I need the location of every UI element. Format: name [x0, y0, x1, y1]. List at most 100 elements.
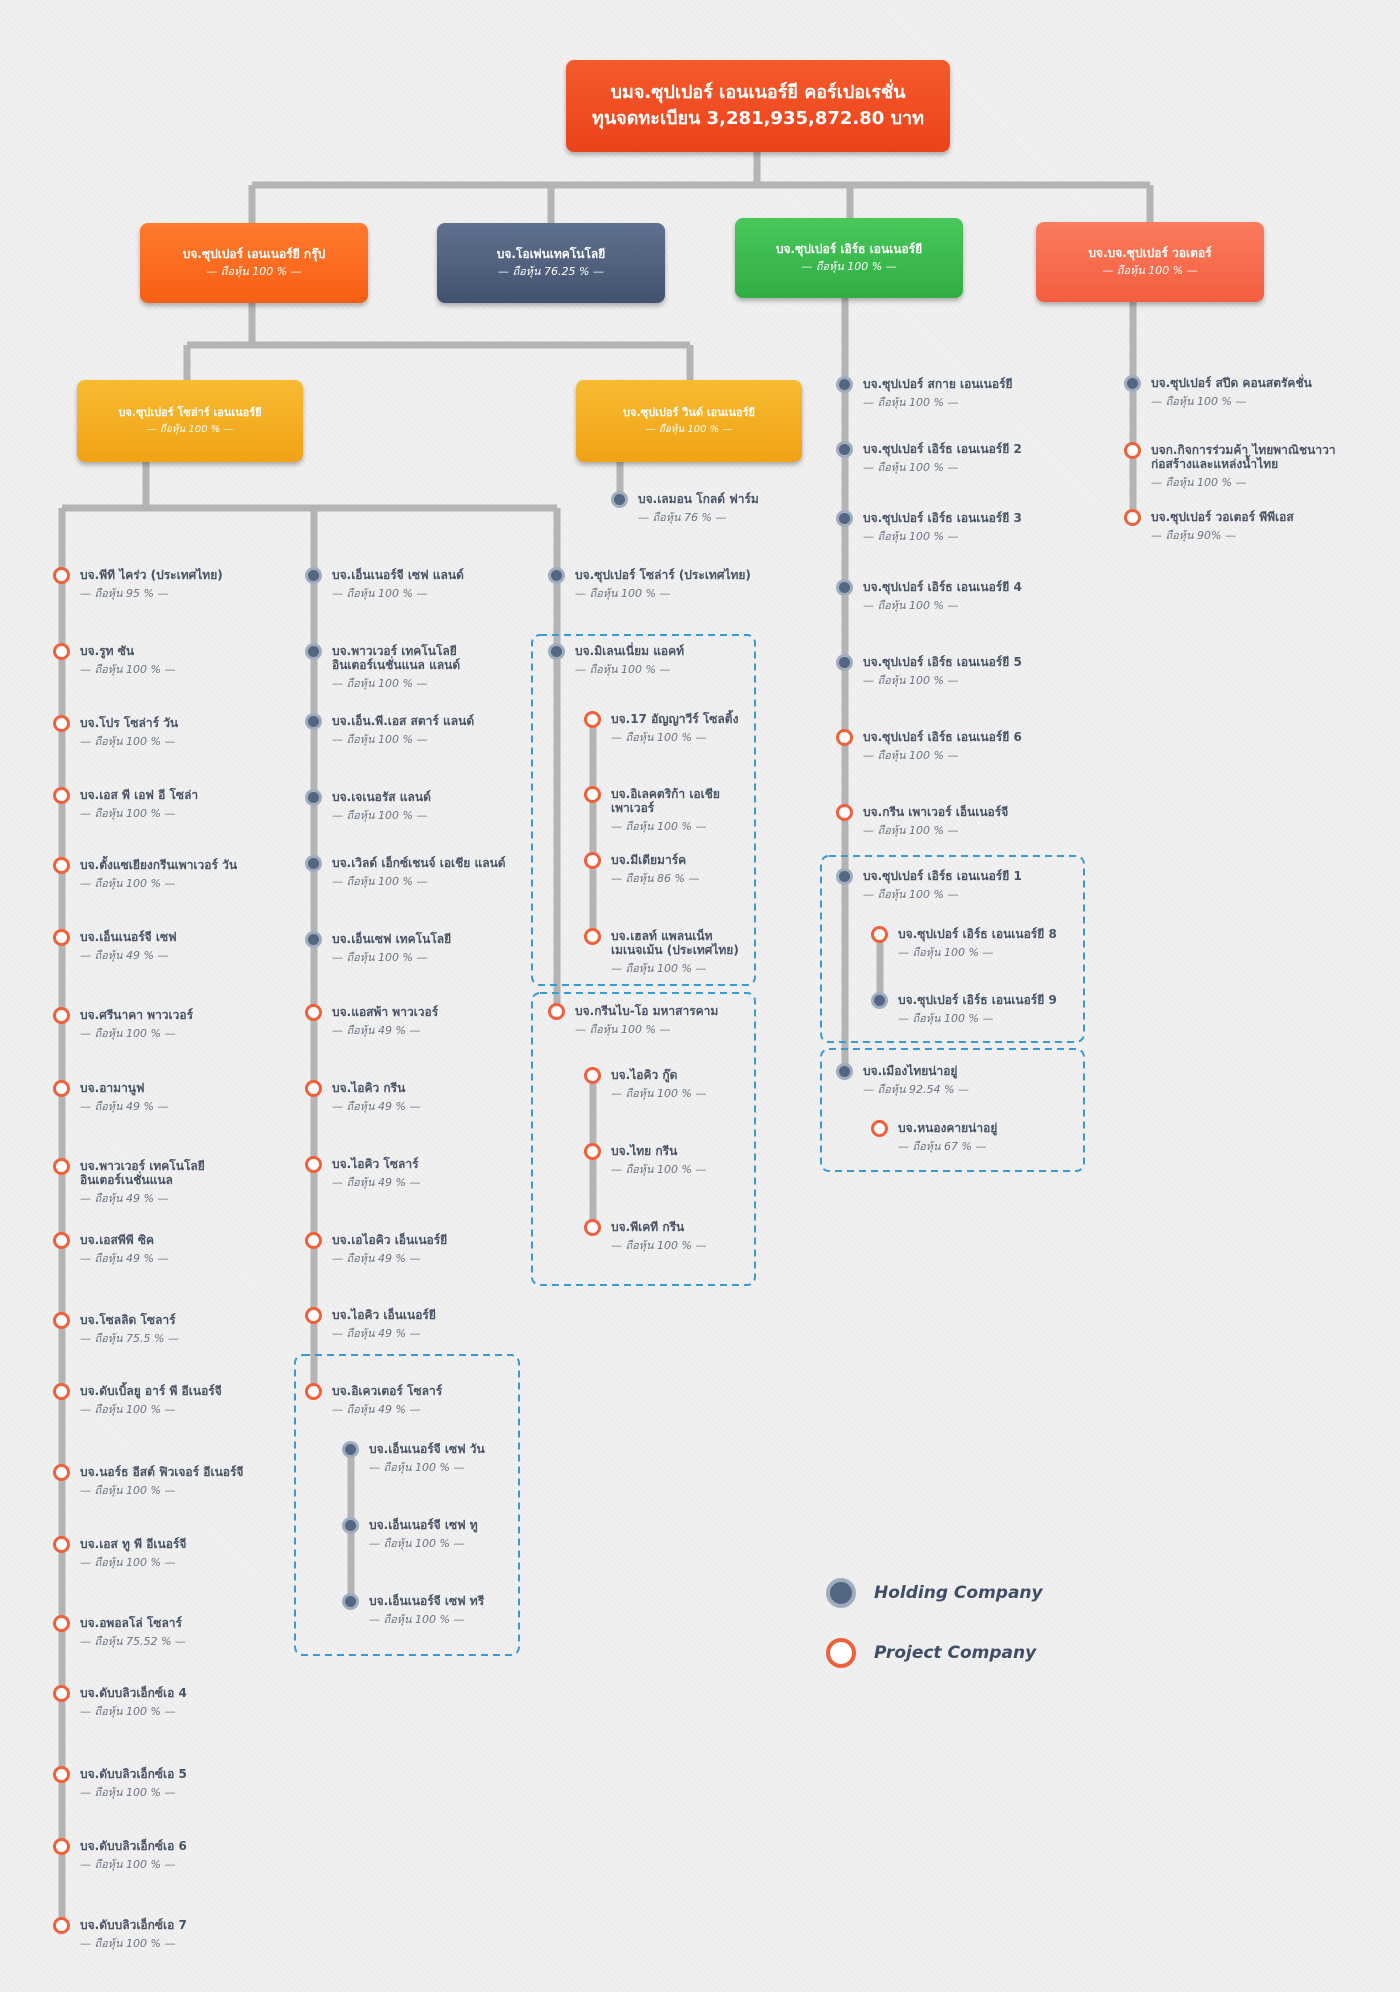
share-percent: — ถือหุ้น 75.5 % — [80, 1332, 179, 1345]
company-name: บจ.ซุปเปอร์ โซล่าร์ เอนเนอร์ยี [118, 406, 262, 419]
company-text: บจ.กรีนไบ-โอ มหาสารคาม— ถือหุ้น 100 % — [575, 1004, 718, 1037]
company-text: บจ.อิเลคตริก้า เอเชียเพาเวอร์— ถือหุ้น 1… [611, 787, 720, 834]
share-percent: — ถือหุ้น 100 % — [332, 733, 428, 746]
holding-company-node: บจ.ซุปเปอร์ สกาย เอนเนอร์ยี— ถือหุ้น 100… [836, 376, 1013, 410]
super-energy-group-box: บจ.ซุปเปอร์ เอนเนอร์ยี กรุ๊ป — ถือหุ้น 1… [140, 223, 368, 303]
project-company-node: บจ.อิเควเตอร์ โซลาร์— ถือหุ้น 49 % — [305, 1383, 442, 1417]
legend-holding-label: Holding Company [874, 1583, 1043, 1603]
project-marker-icon [53, 1312, 70, 1329]
company-text: บจ.17 อัญญาวีร์ โซลติ้ง— ถือหุ้น 100 % — [611, 712, 738, 745]
holding-marker-icon [305, 789, 322, 806]
holding-company-node: บจ.ซุปเปอร์ เอิร์ธ เอนเนอร์ยี 1— ถือหุ้น… [836, 868, 1022, 902]
share-percent: — ถือหุ้น 100 % — [80, 807, 176, 820]
project-company-node: บจ.ไอคิว โซลาร์— ถือหุ้น 49 % — [305, 1156, 420, 1190]
company-text: บจ.ดับเบิ้ลยู อาร์ พี อีเนอร์จี— ถือหุ้น… [80, 1384, 222, 1417]
project-company-node: บจ.ไอคิว กู๊ด— ถือหุ้น 100 % — [584, 1067, 707, 1101]
project-marker-icon [53, 1685, 70, 1702]
share-percent: — ถือหุ้น 100 % — [1102, 264, 1198, 277]
project-company-node: บจ.ไทย กรีน— ถือหุ้น 100 % — [584, 1143, 707, 1177]
share-percent: — ถือหุ้น 49 % — [332, 1327, 421, 1340]
share-percent: — ถือหุ้น 100 % — [332, 587, 428, 600]
project-marker-icon [53, 1615, 70, 1632]
company-name: บจ.เอ็นเนอร์จี เซฟ [80, 930, 177, 944]
share-percent: — ถือหุ้น 100 % — [611, 731, 707, 744]
share-percent: — ถือหุ้น 49 % — [332, 1024, 421, 1037]
project-company-node: บจ.เอ็นเนอร์จี เซฟ— ถือหุ้น 49 % — [53, 929, 177, 963]
company-name: บจ.เจเนอรัส แลนด์ [332, 790, 431, 804]
holding-marker-icon [305, 713, 322, 730]
share-percent: — ถือหุ้น 49 % — [80, 1192, 169, 1205]
root-capital: ทุนจดทะเบียน 3,281,935,872.80 บาท [592, 108, 924, 129]
legend-holding: Holding Company [826, 1578, 1043, 1608]
company-name: บจ.เอ็นเนอร์จี เซฟ ทรี [369, 1594, 485, 1608]
company-name: บจ.เอ็นเซฟ เทคโนโลยี [332, 932, 452, 946]
company-text: บจ.เวิลด์ เอ็กซ์เชนจ์ เอเชีย แลนด์— ถือห… [332, 856, 506, 889]
project-marker-icon [53, 1232, 70, 1249]
holding-company-node: บจ.มิเลนเนี่ยม แอคท์— ถือหุ้น 100 % — [548, 643, 684, 677]
company-text: บจ.ไอคิว เอ็นเนอร์ยี— ถือหุ้น 49 % — [332, 1308, 436, 1341]
company-name: บจ.ซุปเปอร์ เอิร์ธ เอนเนอร์ยี 9 [898, 993, 1057, 1007]
share-percent: — ถือหุ้น 100 % — [611, 962, 707, 975]
holding-company-node: บจ.เอ็นเซฟ เทคโนโลยี— ถือหุ้น 100 % — [305, 931, 452, 965]
project-company-node: บจ.ศรีนาคา พาวเวอร์— ถือหุ้น 100 % — [53, 1007, 193, 1041]
holding-company-node: บจ.เจเนอรัส แลนด์— ถือหุ้น 100 % — [305, 789, 431, 823]
company-text: บจ.มิเลนเนี่ยม แอคท์— ถือหุ้น 100 % — [575, 644, 684, 677]
project-marker-icon [53, 1766, 70, 1783]
company-name: บจ.พีที ไคร่ว (ประเทศไทย) [80, 568, 223, 582]
company-text: บจ.โปร โซล่าร์ วัน— ถือหุ้น 100 % — [80, 716, 178, 749]
super-earth-energy-box: บจ.ซุปเปอร์ เอิร์ธ เอนเนอร์ยี — ถือหุ้น … [735, 218, 963, 298]
root-company-box: บมจ.ซุปเปอร์ เอนเนอร์ยี คอร์เปอเรชั่น ทุ… [566, 60, 950, 152]
share-percent: — ถือหุ้น 100 % — [369, 1537, 465, 1550]
project-company-node: บจ.ตั้งแซเยียงกรีนเพาเวอร์ วัน— ถือหุ้น … [53, 857, 238, 891]
share-percent: — ถือหุ้น 100 % — [369, 1613, 465, 1626]
holding-marker-icon [611, 491, 628, 508]
share-percent: — ถือหุ้น 100 % — [80, 663, 176, 676]
project-company-node: บจ.พาวเวอร์ เทคโนโลยีอินเตอร์เนชั่นแนล— … [53, 1158, 205, 1206]
company-text: บจ.พีเคที กรีน— ถือหุ้น 100 % — [611, 1220, 706, 1253]
company-name: บจ.เมืองไทยน่าอยู่ [863, 1064, 958, 1078]
company-text: บจ.ซุปเปอร์ สกาย เอนเนอร์ยี— ถือหุ้น 100… [863, 377, 1013, 410]
share-percent: — ถือหุ้น 95 % — [80, 587, 169, 600]
share-percent: — ถือหุ้น 90% — [1151, 529, 1236, 542]
share-percent: — ถือหุ้น 100 % — [611, 1163, 707, 1176]
company-name: บจ.พีเคที กรีน [611, 1220, 685, 1234]
share-percent: — ถือหุ้น 100 % — [80, 1786, 176, 1799]
company-text: บจ.ซุปเปอร์ เอิร์ธ เอนเนอร์ยี 2— ถือหุ้น… [863, 442, 1022, 475]
company-name: บจ.โปร โซล่าร์ วัน [80, 716, 179, 730]
super-wind-energy-box: บจ.ซุปเปอร์ วินด์ เอนเนอร์ยี — ถือหุ้น 1… [576, 380, 802, 462]
company-text: บจ.รูท ซัน— ถือหุ้น 100 % — [80, 644, 175, 677]
company-name: บจ.พาวเวอร์ เทคโนโลยี [332, 644, 457, 658]
company-name: บจ.ซุปเปอร์ วินด์ เอนเนอร์ยี [623, 406, 755, 419]
company-name: บจ.ซุปเปอร์ โซล่าร์ (ประเทศไทย) [575, 568, 751, 582]
holding-marker-icon [548, 567, 565, 584]
company-text: บจ.อพอลโล่ โซลาร์— ถือหุ้น 75.52 % — [80, 1616, 186, 1649]
share-percent: — ถือหุ้น 100 % — [863, 824, 959, 837]
share-percent: — ถือหุ้น 49 % — [332, 1403, 421, 1416]
holding-marker-icon [836, 510, 853, 527]
share-percent: — ถือหุ้น 49 % — [80, 1252, 169, 1265]
holding-marker-icon [548, 643, 565, 660]
company-text: บจ.เอส ทู พี อีเนอร์จี— ถือหุ้น 100 % — [80, 1537, 186, 1570]
project-marker-icon [305, 1307, 322, 1324]
project-marker-icon [584, 711, 601, 728]
share-percent: — ถือหุ้น 100 % — [863, 599, 959, 612]
share-percent: — ถือหุ้น 100 % — [80, 1403, 176, 1416]
share-percent: — ถือหุ้น 100 % — [611, 1087, 707, 1100]
company-text: บจก.กิจการร่วมค้า ไทยพาณิชนาวาก่อสร้างแล… [1151, 443, 1336, 490]
company-text: บจ.ไอคิว กรีน— ถือหุ้น 49 % — [332, 1081, 420, 1114]
root-company-name: บมจ.ซุปเปอร์ เอนเนอร์ยี คอร์เปอเรชั่น [610, 82, 906, 103]
company-name: บจ.ดับบลิวเอ็กซ์เอ 5 [80, 1767, 187, 1781]
holding-marker-icon [342, 1593, 359, 1610]
project-company-node: บจ.ซุปเปอร์ เอิร์ธ เอนเนอร์ยี 6— ถือหุ้น… [836, 729, 1022, 763]
share-percent: — ถือหุ้น 49 % — [332, 1252, 421, 1265]
project-company-node: บจ.ดับบลิวเอ็กซ์เอ 7— ถือหุ้น 100 % — [53, 1917, 187, 1951]
company-text: บจ.พาวเวอร์ เทคโนโลยีอินเตอร์เนชั่นแนล— … [80, 1159, 205, 1206]
project-company-node: บจ.มีเดียมาร์ค— ถือหุ้น 86 % — [584, 852, 699, 886]
company-name: บจ.ตั้งแซเยียงกรีนเพาเวอร์ วัน [80, 858, 238, 872]
company-text: บจ.เอส พี เอฟ อี โซล่า— ถือหุ้น 100 % — [80, 788, 198, 821]
company-text: บจ.ซุปเปอร์ เอิร์ธ เอนเนอร์ยี 4— ถือหุ้น… [863, 580, 1022, 613]
project-marker-icon [53, 567, 70, 584]
company-name: บจ.ซุปเปอร์ เอนเนอร์ยี กรุ๊ป [182, 247, 326, 261]
company-name: บจ.ซุปเปอร์ เอิร์ธ เอนเนอร์ยี 3 [863, 511, 1022, 525]
project-company-node: บจ.ไอคิว กรีน— ถือหุ้น 49 % — [305, 1080, 420, 1114]
